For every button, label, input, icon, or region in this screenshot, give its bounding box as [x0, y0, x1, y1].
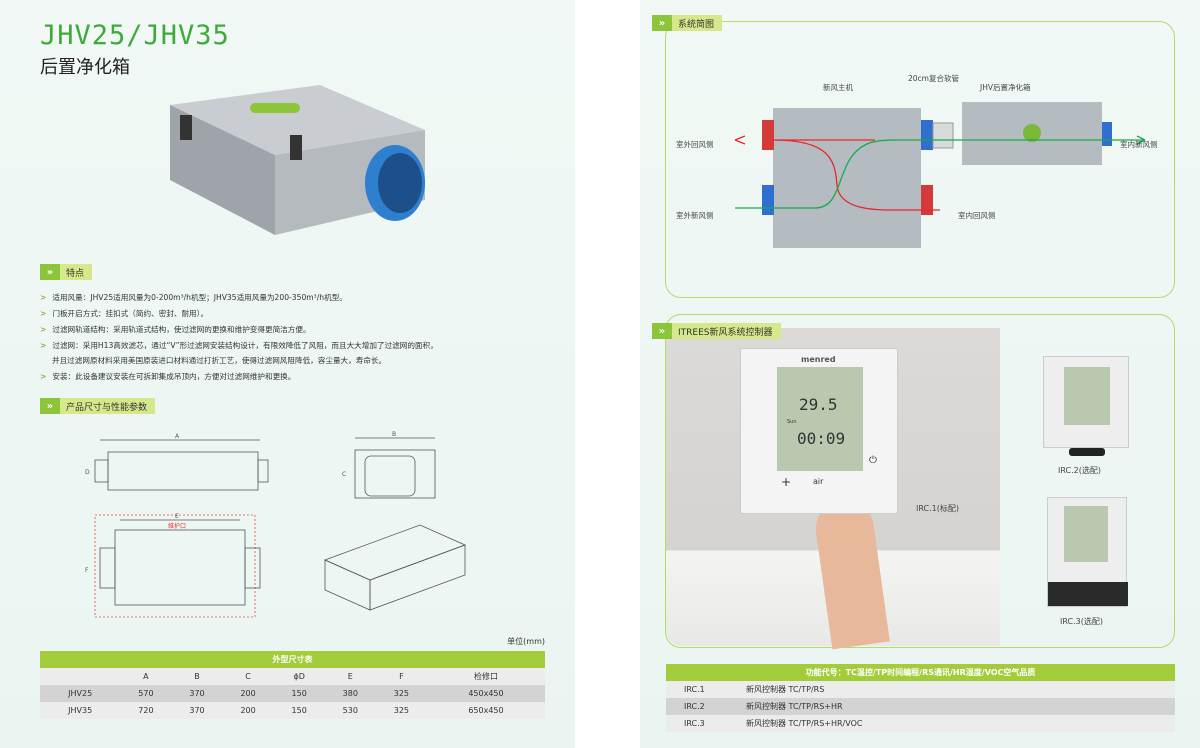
- product-image: [170, 85, 425, 235]
- access-port-label: 维护口: [168, 522, 186, 530]
- lcd-time: 00:09: [797, 429, 846, 448]
- chevron-icon: »: [652, 15, 672, 31]
- plus-button[interactable]: +: [781, 475, 792, 489]
- right-page: » 系统简图 新风主机 20cm复合软管 JHV后置净化箱 室外回风侧 室外新风侧…: [640, 0, 1200, 748]
- dim-label-c: C: [342, 471, 346, 478]
- lcd-screen: 29.5 Sun 00:09: [777, 367, 863, 471]
- power-icon[interactable]: ⏻: [869, 455, 877, 466]
- mode-button[interactable]: air: [813, 477, 824, 486]
- arrow-right-icon: [1136, 135, 1146, 145]
- section-dimensions: » 产品尺寸与性能参数: [40, 398, 156, 414]
- system-diagram: [734, 102, 1146, 248]
- label-main-unit: 新风主机: [823, 83, 853, 92]
- dimension-drawings: A B C D E F 维护口: [85, 431, 467, 618]
- lcd-day: Sun: [787, 419, 797, 425]
- chevron-icon: »: [40, 264, 60, 280]
- dim-label-e: E: [175, 513, 179, 520]
- feature-item: >过滤网轨道结构：采用轨道式结构，使过滤网的更换和维护变得更简洁方便。: [40, 325, 311, 334]
- function-code-table: 功能代号：TC温控/TP时间编程/RS通讯/HR湿度/VOC空气品质 IRC.1…: [666, 664, 1175, 732]
- controller-box: [665, 314, 1175, 648]
- label-outdoor-fresh: 室外新风侧: [676, 211, 714, 220]
- dim-label-a: A: [175, 433, 180, 440]
- table-title: 外型尺寸表: [40, 651, 545, 668]
- feature-item: >门板开启方式：挂扣式（简约、密封、耐用）。: [40, 309, 209, 318]
- feature-item: >过滤网：采用H13高效滤芯，通过“V”形过滤网安装结构设计，有限效降低了风阻，…: [40, 341, 438, 350]
- arrow-left-icon: [734, 135, 746, 145]
- caption-irc3: IRC.3(选配): [1060, 617, 1103, 626]
- label-indoor-fresh: 室内新风侧: [1120, 140, 1158, 149]
- label-indoor-return: 室内回风侧: [958, 211, 996, 220]
- dim-label-d: D: [85, 469, 90, 476]
- left-page: JHV25/JHV35 后置净化箱 » 特点 >适用风量：JHV25适用风量为0-…: [0, 0, 575, 748]
- controller-irc3: [1047, 497, 1128, 607]
- caption-irc1: IRC.1(标配): [916, 504, 959, 513]
- label-purifier: JHV后置净化箱: [980, 83, 1031, 92]
- fresh-air-path: [735, 139, 1145, 209]
- section-system: » 系统简图: [652, 15, 723, 31]
- chevron-icon: »: [652, 323, 672, 339]
- section-features: » 特点: [40, 264, 93, 280]
- return-air-path: [772, 139, 940, 211]
- dim-label-f: F: [85, 567, 89, 574]
- section-title: 系统简图: [678, 19, 715, 30]
- controller-irc2: [1043, 356, 1129, 456]
- brand-logo: menred: [801, 355, 836, 364]
- table-title: 功能代号：TC温控/TP时间编程/RS通讯/HR湿度/VOC空气品质: [666, 664, 1175, 681]
- feature-item: >安装：此设备建议安装在可拆卸集成吊顶内，方便对过滤网维护和更换。: [40, 372, 296, 381]
- section-title: ITREES新风系统控制器: [678, 327, 773, 338]
- feature-item-continued: 并且过滤网原材料采用美国原装进口材料通过打折工艺，使得过滤网风阻降低，容尘量大，…: [52, 356, 387, 365]
- lcd-temperature: 29.5: [799, 395, 838, 414]
- controller-irc1: menred 29.5 Sun 00:09 + air ⏻: [740, 348, 898, 514]
- section-title: 产品尺寸与性能参数: [66, 402, 148, 413]
- dim-label-b: B: [392, 431, 396, 438]
- section-controller: » ITREES新风系统控制器: [652, 323, 781, 339]
- unit-label: 单位(mm): [507, 637, 545, 646]
- system-diagram-box: [665, 21, 1175, 298]
- product-subtitle: 后置净化箱: [40, 57, 130, 78]
- section-title: 特点: [66, 268, 85, 279]
- feature-item: >适用风量：JHV25适用风量为0-200m³/h机型；JHV35适用风量为20…: [40, 293, 347, 302]
- product-title: JHV25/JHV35: [40, 20, 230, 51]
- label-hose: 20cm复合软管: [908, 74, 959, 83]
- label-outdoor-return: 室外回风侧: [676, 140, 714, 149]
- caption-irc2: IRC.2(选配): [1058, 466, 1101, 475]
- chevron-icon: »: [40, 398, 60, 414]
